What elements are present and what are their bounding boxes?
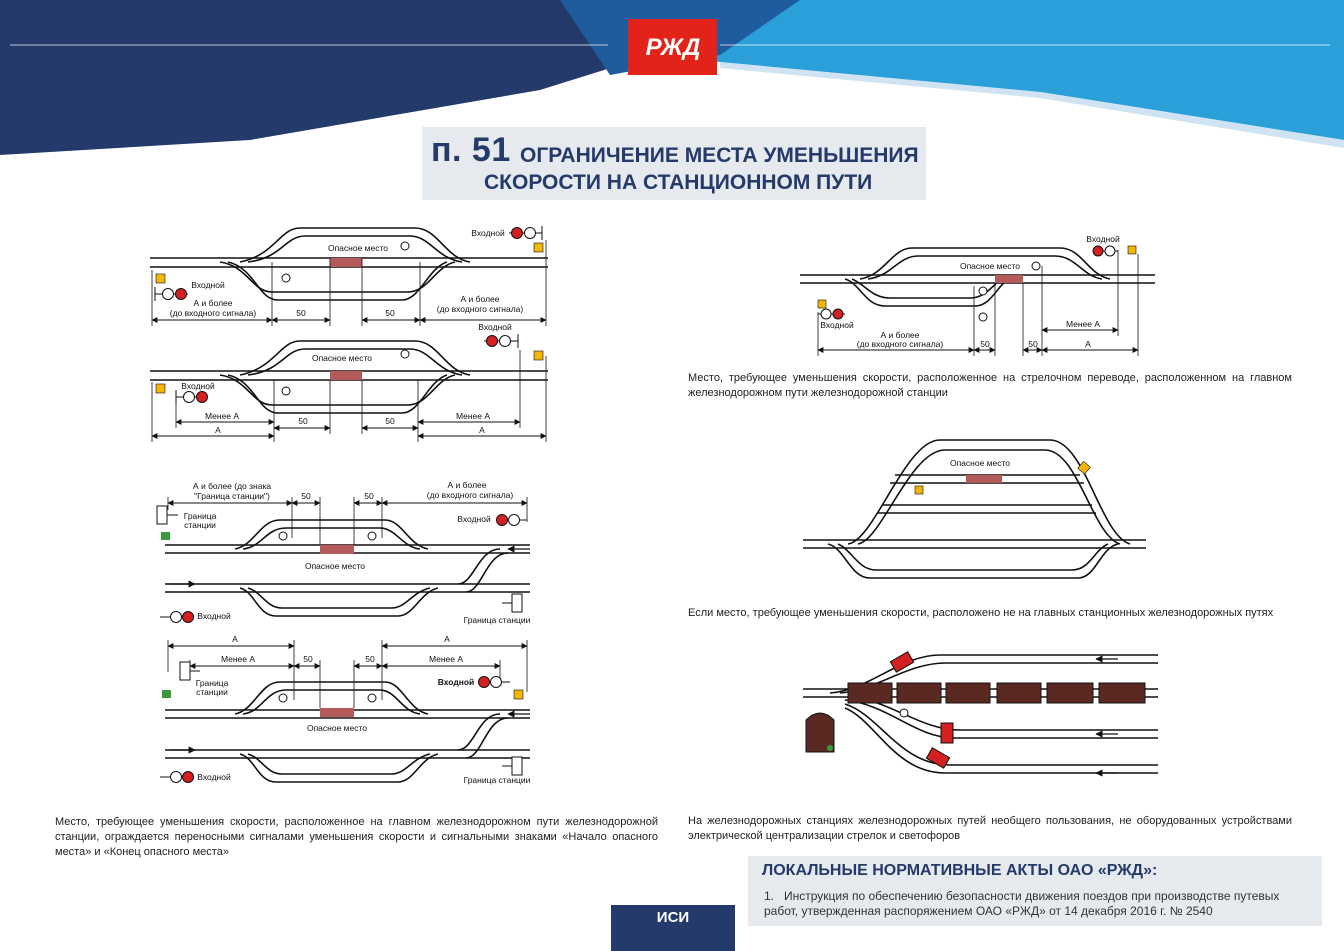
label-to-entry-3: (до входного сигнала)	[427, 490, 514, 500]
label-entry-4: Входной	[181, 381, 215, 391]
label-50-f: 50	[364, 491, 374, 501]
label-danger-6: Опасное место	[950, 458, 1010, 468]
label-danger-4: Опасное место	[307, 723, 367, 733]
stop-signals	[889, 651, 954, 769]
label-border-a2: станции	[184, 520, 216, 530]
caption-right-3: На железнодорожных станциях железнодорож…	[688, 815, 1292, 842]
label-a-more-1: А и более	[194, 298, 233, 308]
rzd-logo: РЖД	[628, 19, 717, 75]
label-to-entry-1: (до входного сигнала)	[170, 308, 257, 318]
acts-title: ЛОКАЛЬНЫЕ НОРМАТИВНЫЕ АКТЫ ОАО «РЖД»:	[762, 862, 1158, 879]
rzd-logo-mark: РЖД	[645, 34, 700, 61]
label-a-more-3: А и более	[448, 480, 487, 490]
title-number: п. 51	[431, 131, 511, 169]
label-border-c1: Граница	[196, 678, 229, 688]
label-less-a-3: Менее А	[221, 654, 255, 664]
label-border-a1: Граница	[184, 511, 217, 521]
label-border-b: Граница станции	[464, 615, 531, 625]
label-50-h: 50	[365, 654, 375, 664]
label-a-more-4: А и более	[881, 330, 920, 340]
label-entry-1: Входной	[471, 228, 505, 238]
acts-item-number: 1.	[764, 889, 775, 903]
caption-left: Место, требующее уменьшения скорости, ра…	[55, 816, 658, 858]
label-border-c2: станции	[196, 687, 228, 697]
label-50-i: 50	[980, 339, 990, 349]
label-50-j: 50	[1028, 339, 1038, 349]
label-danger-1: Опасное место	[328, 243, 388, 253]
signals	[154, 226, 1137, 783]
acts-box	[748, 856, 1322, 926]
label-a-more-sign: А и более (до знака	[193, 481, 271, 491]
label-border-d: Граница станции	[464, 775, 531, 785]
wagon-light	[827, 745, 833, 751]
label-entry-10: Входной	[820, 320, 854, 330]
acts-item: 1.Инструкция по обеспечению безопасности…	[764, 889, 1314, 919]
label-a-5: А	[1085, 339, 1091, 349]
label-50-b: 50	[385, 308, 395, 318]
logo-text: РЖД	[645, 34, 700, 61]
label-less-a-4: Менее А	[429, 654, 463, 664]
acts-item-text: Инструкция по обеспечению безопасности д…	[764, 889, 1280, 918]
label-50-d: 50	[385, 416, 395, 426]
station-border-signs	[156, 505, 523, 776]
footer-tag: ИСИ	[611, 905, 735, 951]
label-entry-7: Входной	[438, 677, 475, 687]
label-50-c: 50	[298, 416, 308, 426]
title-line-2: СКОРОСТИ НА СТАНЦИОННОМ ПУТИ	[484, 171, 873, 194]
label-danger-2: Опасное место	[312, 353, 372, 363]
label-a-1: А	[215, 425, 221, 435]
title-box	[422, 127, 926, 200]
sign-markers	[278, 241, 1041, 718]
caption-right-1: Место, требующее уменьшения скорости, ра…	[688, 372, 1292, 399]
danger-zones	[320, 258, 1023, 717]
label-50-e: 50	[301, 491, 311, 501]
label-50-a: 50	[296, 308, 306, 318]
label-less-a-1: Менее А	[205, 411, 239, 421]
label-a-3: А	[232, 634, 238, 644]
label-less-a-2: Менее А	[456, 411, 490, 421]
wagons	[805, 682, 1146, 753]
label-danger-5: Опасное место	[960, 261, 1020, 271]
label-entry-9: Входной	[1086, 234, 1120, 244]
title-line-1: ОГРАНИЧЕНИЕ МЕСТА УМЕНЬШЕНИЯ	[520, 144, 919, 167]
label-a-more-2: А и более	[461, 294, 500, 304]
caption-right-2: Если место, требующее уменьшения скорост…	[688, 607, 1274, 619]
label-entry-2: Входной	[191, 280, 225, 290]
label-entry-8: Входной	[197, 772, 231, 782]
label-entry-3: Входной	[478, 322, 512, 332]
label-a-2: А	[479, 425, 485, 435]
label-a-4: А	[444, 634, 450, 644]
label-entry-5: Входной	[457, 514, 491, 524]
label-50-g: 50	[303, 654, 313, 664]
label-danger-3: Опасное место	[305, 561, 365, 571]
label-entry-6: Входной	[197, 611, 231, 621]
label-station-border-q: "Граница станции")	[194, 491, 270, 501]
label-to-entry-4: (до входного сигнала)	[857, 339, 944, 349]
label-to-entry-2: (до входного сигнала)	[437, 304, 524, 314]
label-less-a-5: Менее А	[1066, 319, 1100, 329]
